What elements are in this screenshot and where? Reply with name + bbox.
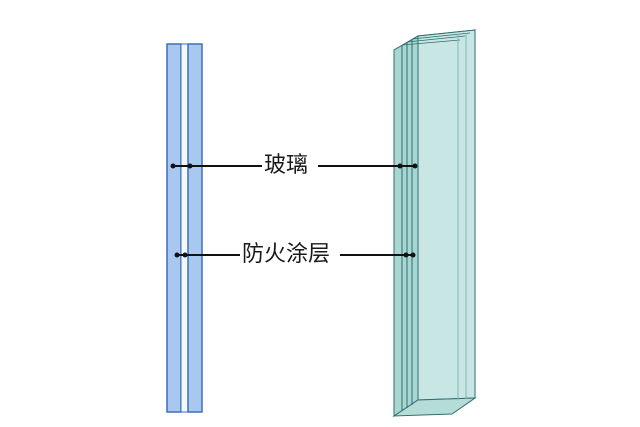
edge-view-coating-layer — [180, 43, 189, 413]
glass-leader-dot — [187, 163, 193, 169]
perspective-panel — [392, 29, 477, 417]
glass-leader-dot — [412, 163, 418, 169]
glass-label: 玻璃 — [262, 153, 311, 179]
coating-leader-dot — [182, 252, 188, 258]
coating-leader-dot — [410, 252, 416, 258]
edge-view-cross-section — [166, 43, 203, 413]
panel-bottom-face — [392, 397, 477, 417]
coating-leader-dot — [403, 252, 409, 258]
glass-leader-dot — [397, 163, 403, 169]
panel-top-layer-line — [401, 39, 461, 46]
edge-view-glass-pane-right — [187, 43, 203, 413]
edge-view-glass-pane-left — [166, 43, 182, 413]
panel-top-layer-line — [411, 32, 471, 40]
panel-top-layer-line — [406, 35, 466, 43]
fire-coating-label: 防火涂层 — [240, 242, 333, 268]
panel-side-face — [393, 35, 419, 417]
glass-leader-lines — [170, 163, 418, 169]
glass-leader-dot — [170, 163, 176, 169]
coating-leader-dot — [174, 252, 180, 258]
coating-leader-lines — [174, 252, 416, 258]
